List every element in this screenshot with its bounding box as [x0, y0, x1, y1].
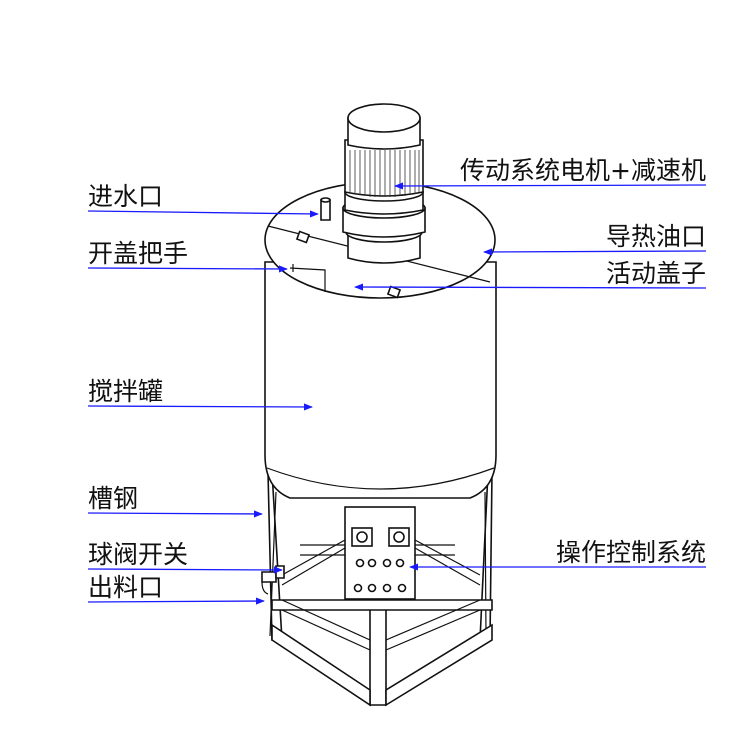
label-water-inlet: 进水口: [88, 182, 163, 211]
leader-lid-handle: [87, 265, 288, 273]
label-mixing-tank: 搅拌罐: [88, 377, 163, 406]
label-movable-lid: 活动盖子: [606, 259, 706, 288]
leader-oil-port: [483, 248, 707, 256]
leader-ball-valve: [87, 566, 283, 574]
label-ball-valve: 球阀开关: [88, 540, 188, 569]
leader-mixing-tank: [87, 403, 313, 411]
label-control-system: 操作控制系统: [556, 538, 706, 567]
support-stand: [267, 471, 493, 707]
leader-motor-reducer: [394, 182, 707, 190]
water-inlet-pipe: [320, 197, 331, 221]
control-box: [344, 506, 416, 600]
lid-handle-shape: [289, 267, 326, 292]
leader-water-inlet: [87, 210, 319, 218]
leader-channel-steel: [87, 510, 263, 518]
label-discharge-port: 出料口: [88, 573, 163, 602]
lid-hinge-left: [295, 230, 311, 244]
leader-movable-lid: [354, 283, 707, 291]
lid-hinge-right: [386, 285, 402, 299]
label-channel-steel: 槽钢: [88, 484, 138, 513]
label-oil-port: 导热油口: [606, 222, 706, 251]
motor-reducer: [342, 103, 426, 264]
labels: 进水口 开盖把手 搅拌罐 槽钢 球阀开关 出料口 传动系统电机+减速机 导热油口…: [88, 156, 706, 602]
label-motor-reducer: 传动系统电机+减速机: [460, 156, 706, 185]
leader-discharge-port: [87, 597, 265, 605]
leader-lines: [87, 182, 707, 605]
label-lid-handle: 开盖把手: [88, 239, 188, 268]
